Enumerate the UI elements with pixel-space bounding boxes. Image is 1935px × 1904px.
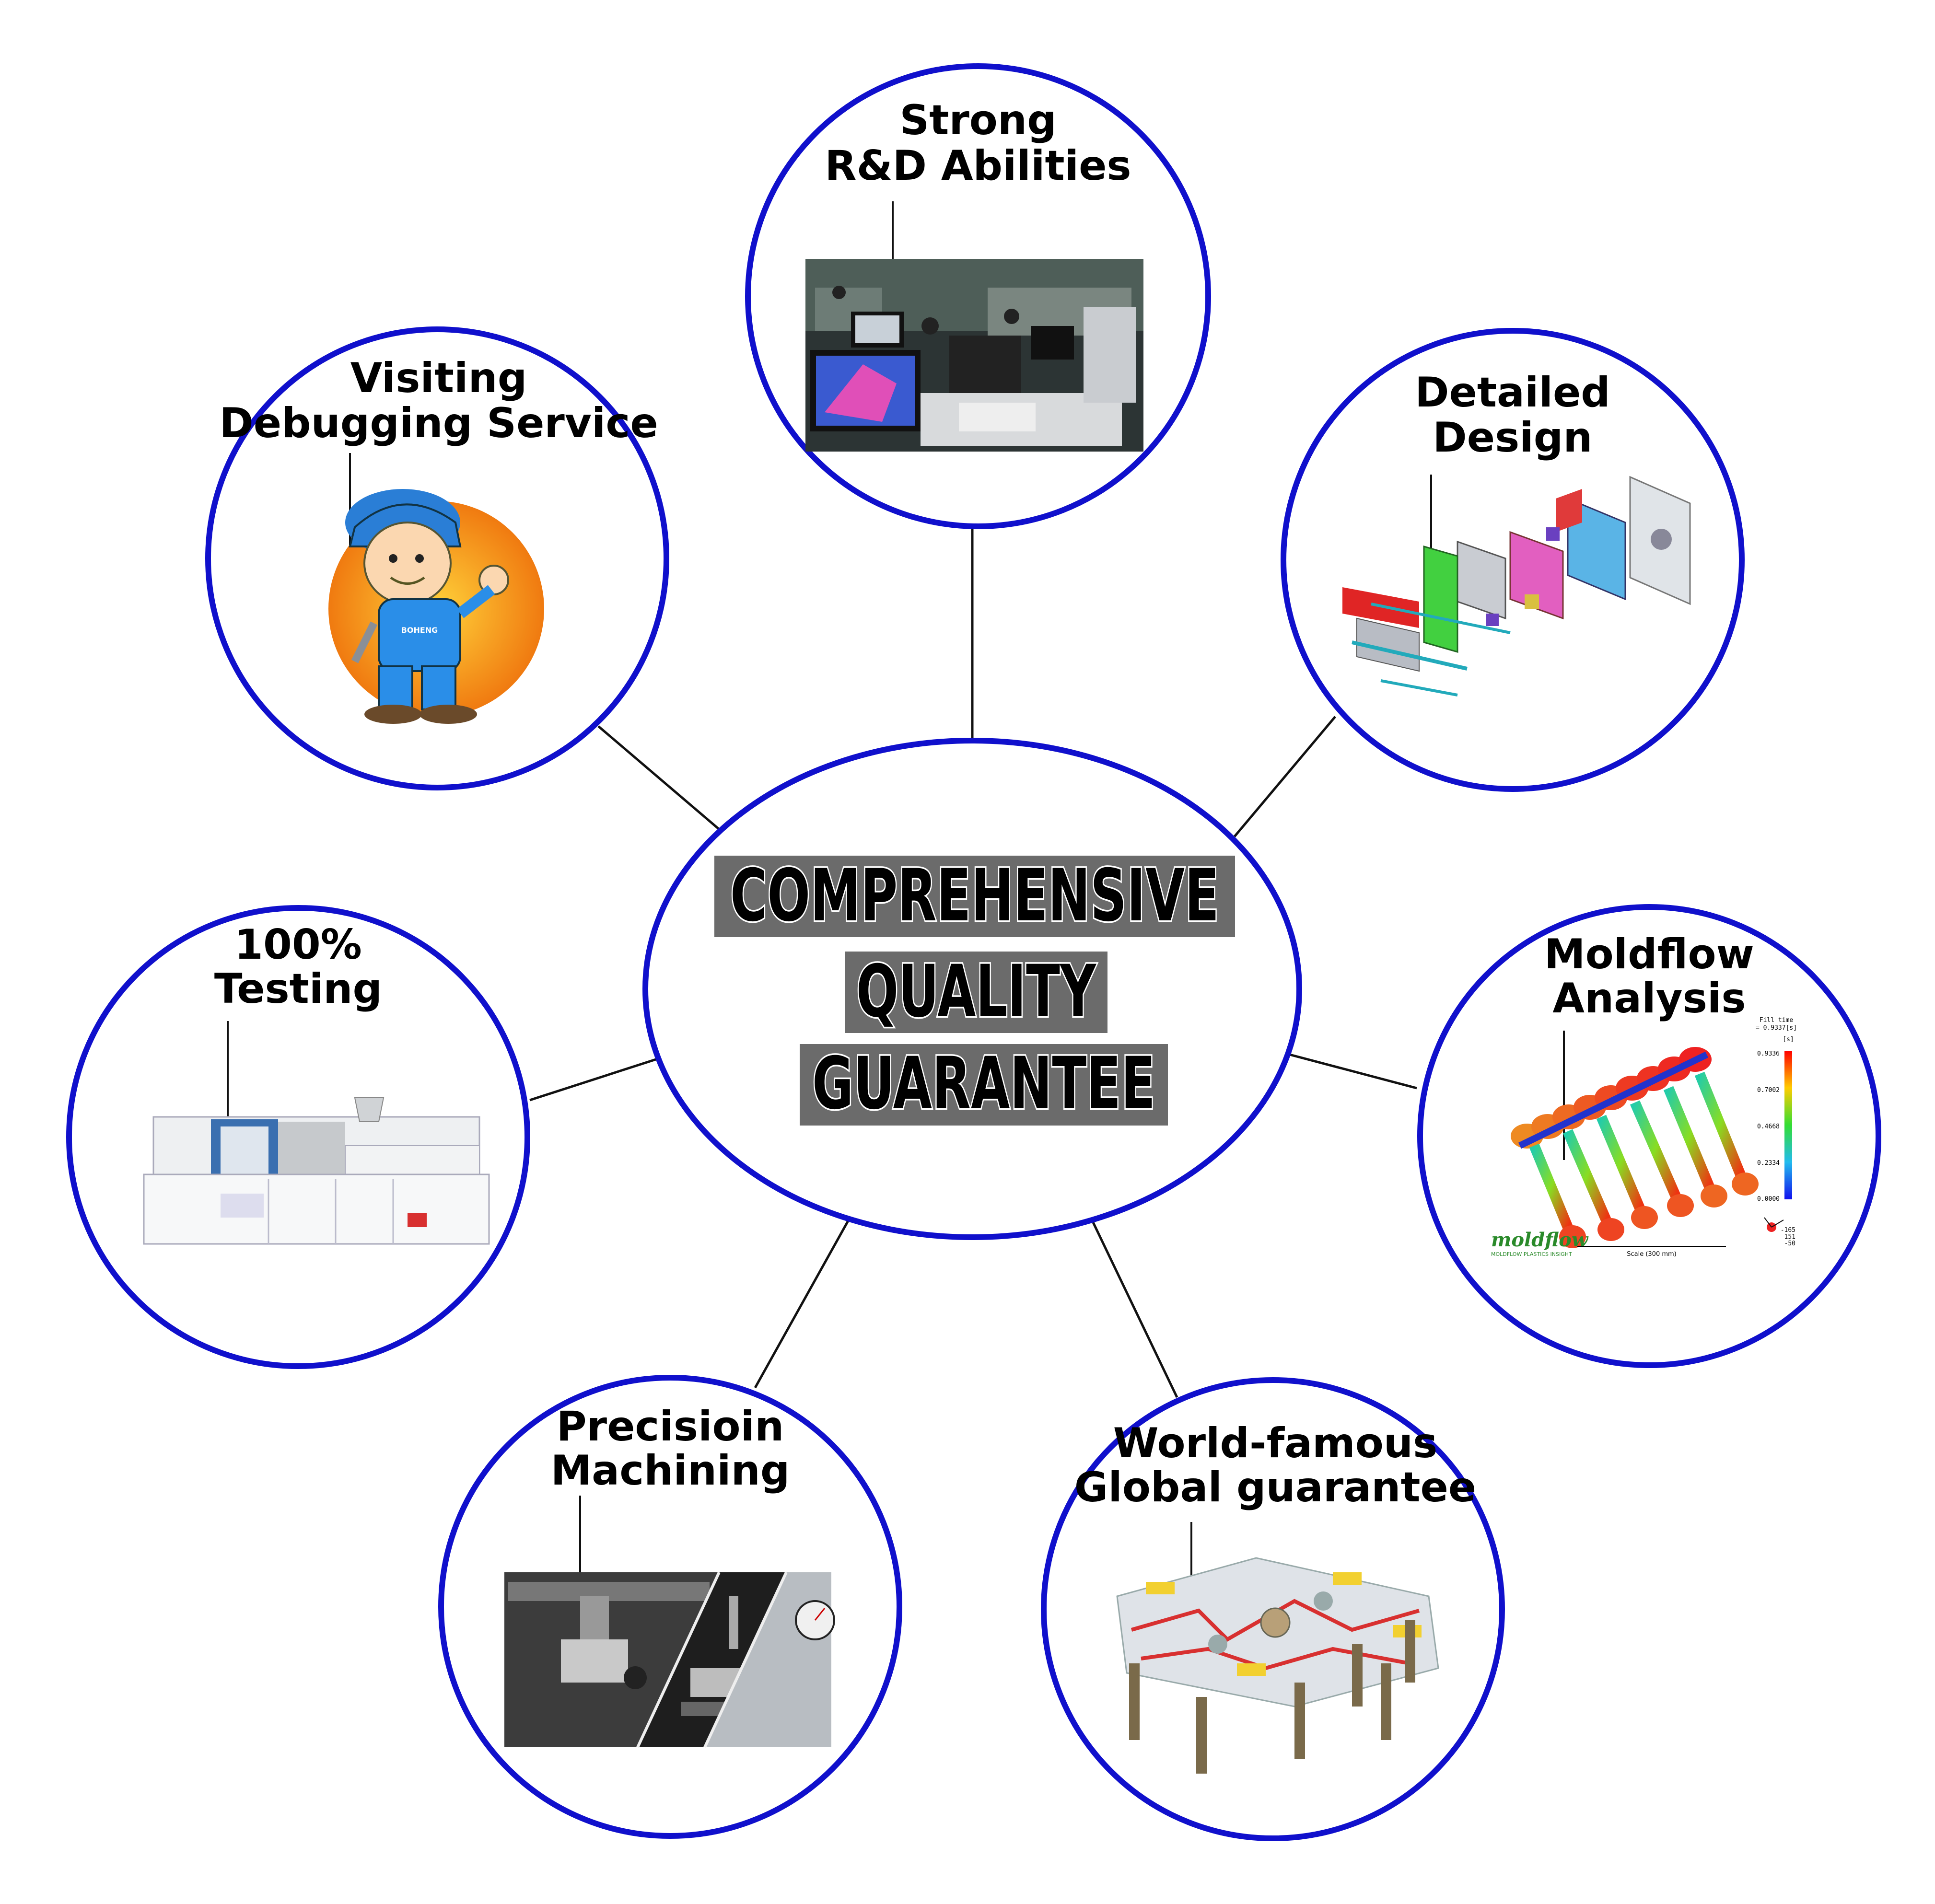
- node-title-moldflow-line-1: Moldflow: [1544, 930, 1754, 978]
- center-label-bg-3: [800, 1044, 1168, 1126]
- connector-machining: [754, 1219, 850, 1389]
- moldflow-logo-sub: MOLDFLOW PLASTICS INSIGHT: [1491, 1251, 1572, 1257]
- legend-tick-3: 0.2334: [1757, 1160, 1780, 1167]
- node-title-global-line-2: Global guarantee: [1074, 1463, 1476, 1511]
- connectors: [529, 526, 1417, 1398]
- center-title-line-2: QUALITY: [856, 950, 1097, 1033]
- node-title-design-line-2: Design: [1433, 414, 1592, 462]
- office-photo: [805, 259, 1143, 452]
- legend-unit: [s]: [1783, 1036, 1794, 1043]
- node-rd: Strong R&D Abilities: [745, 63, 1211, 529]
- node-title-visiting-line-1: Visiting: [350, 354, 527, 402]
- node-title-visiting-line-2: Debugging Service: [219, 399, 658, 447]
- moldflow-logo: moldflow MOLDFLOW PLASTICS INSIGHT: [1491, 1229, 1589, 1257]
- moldflow-logo-text: moldflow: [1491, 1229, 1589, 1251]
- legend-tick-1: 0.7002: [1757, 1087, 1780, 1094]
- center-label-bg-1: [714, 856, 1235, 937]
- legend-tick-2: 0.4668: [1757, 1123, 1780, 1130]
- moldflow-scale-label: Scale (300 mm): [1627, 1251, 1677, 1258]
- legend-value: = 0.9337[s]: [1756, 1024, 1797, 1032]
- node-title-machining-line-2: Machining: [551, 1447, 790, 1495]
- axes-value-2: -50: [1784, 1240, 1795, 1247]
- node-title-testing-line-1: 100%: [234, 921, 362, 969]
- moldflow-legend: Fill time = 0.9337[s] [s] 0.9336 0.7002 …: [1756, 1017, 1797, 1203]
- hot-runner-render: [1116, 1557, 1439, 1774]
- axes-value-0: -165: [1781, 1227, 1795, 1234]
- node-title-rd-line-2: R&D Abilities: [825, 142, 1131, 190]
- node-design: Detailed Design: [1281, 328, 1745, 792]
- node-title-design-line-1: Detailed: [1415, 369, 1610, 417]
- node-title-testing-line-2: Testing: [214, 965, 382, 1013]
- moldflow-parts: [1511, 1047, 1759, 1248]
- connector-moldflow: [1289, 1053, 1417, 1090]
- mascot-shirt-text: BOHENG: [401, 626, 438, 635]
- connector-testing: [529, 1058, 656, 1102]
- legend-tick-4: 0.0000: [1757, 1196, 1780, 1203]
- center-title-line-3: GUARANTEE: [812, 1042, 1155, 1126]
- legend-tick-0: 0.9336: [1757, 1050, 1780, 1057]
- node-title-moldflow-line-2: Analysis: [1552, 975, 1746, 1022]
- node-global: World-famous Global guarantee: [1041, 1377, 1505, 1841]
- center-node: COMPREHENSIVE QUALITY GUARANTEE: [642, 738, 1302, 1240]
- center-label-bg-2: [845, 952, 1107, 1033]
- center-title-line-1: COMPREHENSIVE: [730, 854, 1219, 938]
- node-title-rd-line-1: Strong: [899, 96, 1056, 144]
- legend-title: Fill time: [1760, 1017, 1794, 1024]
- connector-visiting: [597, 725, 720, 830]
- connector-design: [1234, 716, 1336, 837]
- axes-value-1: 151: [1784, 1233, 1795, 1241]
- moldflow-axes-icon: -165 151 -50: [1764, 1217, 1795, 1247]
- legend-colorbar: [1784, 1051, 1792, 1199]
- mechanic-mascot: BOHENG: [328, 489, 544, 724]
- moldflow-result: Fill time = 0.9337[s] [s] 0.9336 0.7002 …: [1491, 1017, 1797, 1258]
- node-machining: Precisioin Machining: [438, 1375, 902, 1839]
- node-visiting: Visiting Debugging Service BOHENG: [205, 326, 669, 790]
- connector-global: [1092, 1221, 1178, 1398]
- node-moldflow: Moldflow Analysis: [1417, 904, 1881, 1368]
- mold-cad-render: [1342, 476, 1691, 697]
- node-testing: 100% Testing: [66, 905, 530, 1369]
- node-title-global-line-1: World-famous: [1113, 1419, 1438, 1467]
- node-title-machining-line-1: Precisioin: [557, 1403, 784, 1451]
- cnc-collage: [504, 1571, 835, 1748]
- injection-machine: [143, 1097, 490, 1245]
